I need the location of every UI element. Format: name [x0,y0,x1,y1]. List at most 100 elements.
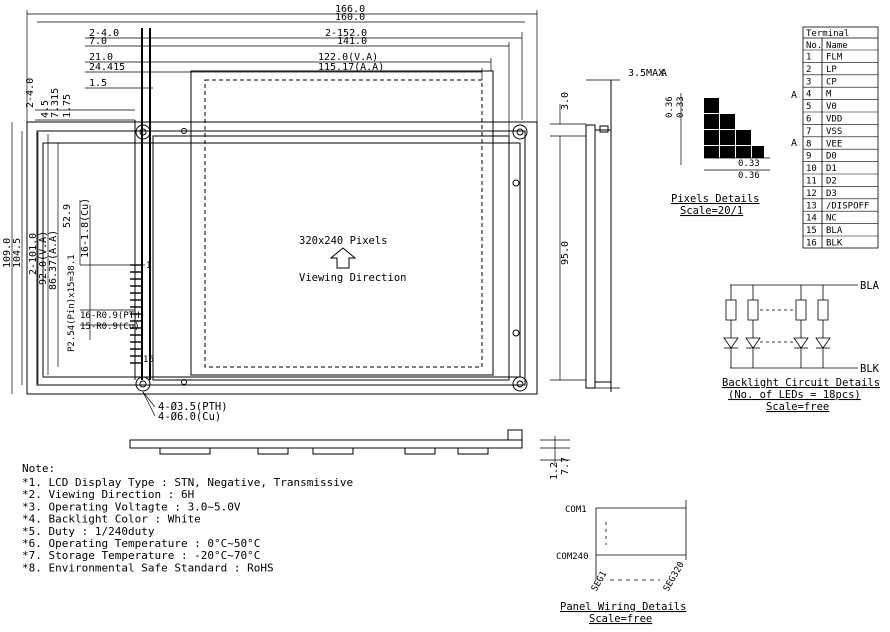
com240-label: COM240 [556,552,589,562]
terminal-row-name: CP [826,77,837,87]
terminal-row-no: 4 [806,90,811,100]
active-area [204,79,483,368]
dim-1-75: 1.75 [62,94,73,118]
viewing-direction-label: Viewing Direction [299,272,406,284]
terminal-row-name: D2 [826,177,837,187]
wiring-scale: Scale=free [589,613,652,625]
terminal-row-name: VDD [826,115,842,125]
viewing-direction-arrow [329,247,357,269]
dim-7: 7.0 [89,36,107,47]
note-item: *4. Backlight Color : White [22,513,201,526]
pixel-dim-033b: 0.33 [738,159,760,169]
backlight-title: Backlight Circuit Details [722,377,880,389]
pixel-dim-036: 0.36 [665,96,675,118]
terminal-row-no: 2 [806,65,811,75]
pin-1-label: 1 [146,261,151,271]
terminal-row-name: NC [826,214,837,224]
dim-2-152: 2-152.0 [325,28,367,39]
pin-16-label: 16 [143,355,154,365]
dim-24415: 24.415 [89,62,125,73]
dim-122: 122.0(V.A) [318,52,378,63]
terminal-row-no: 11 [806,177,817,187]
dim-11517: 115.17(A.A) [318,62,384,73]
terminal-row-no: 15 [806,226,817,236]
mark-a-top: A [661,68,667,79]
dim-16-r09-pth: 16-R0.9(PTH) [80,311,145,321]
dim-160: 160.0 [335,12,365,23]
seg320-label: SEG320 [662,560,687,593]
terminal-title: Terminal [806,29,849,39]
terminal-row-no: 8 [806,139,811,149]
note-item: *6. Operating Temperature : 0°C~50°C [22,537,260,550]
dim-pin-pitch: P2.54(Pin)x15=38.1 [67,254,77,352]
terminal-row-name: D0 [826,152,837,162]
terminal-row-no: 12 [806,189,817,199]
dim-2-101: 2-101.0 [28,233,39,275]
note-item: *3. Operating Voltagte : 3.0~5.0V [22,500,241,513]
terminal-header-no: No. [806,41,822,51]
terminal-row-name: BLA [826,226,843,236]
terminal-row-name: VEE [826,139,842,149]
terminal-row-no: 7 [806,127,811,137]
dim-166: 166.0 [335,4,365,15]
note-item: *1. LCD Display Type : STN, Negative, Tr… [22,476,353,489]
dim-3-5max: 3.5MAX [628,68,664,79]
side-view [550,79,620,392]
pixels-label: 320x240 Pixels [299,235,388,247]
top-dimension-lines [26,10,538,136]
dim-95: 95.0 [560,241,571,265]
terminal-row-name: /DISPOFF [826,201,869,211]
note-item: *2. Viewing Direction : 6H [22,488,194,501]
dim-2-4: 2-4.0 [89,28,119,39]
terminal-row-name: D1 [826,164,837,174]
mark-a-vdd: A [791,90,797,101]
dim-7-7: 7.7 [560,457,571,475]
backlight-sub: (No. of LEDs = 18pcs) [728,389,861,401]
dim-104-5: 104.5 [12,238,23,268]
dim-3-0: 3.0 [560,92,571,110]
dim-16-1-8: 16-1.8(Cu) [80,198,91,258]
terminal-row-no: 14 [806,214,817,224]
terminal-row-no: 13 [806,201,817,211]
pixel-dim-036b: 0.36 [738,171,760,181]
pixel-details-scale: Scale=20/1 [680,205,743,217]
terminal-row-no: 1 [806,53,811,63]
dim-141: 141.0 [337,36,367,47]
frame-outline [152,135,510,381]
terminal-row-no: 5 [806,102,811,112]
com1-label: COM1 [565,505,587,515]
viewing-area [190,70,494,376]
terminal-row-name: M [826,90,832,100]
bezel-outline [36,130,526,386]
backlight-circuit [723,284,858,369]
notes-list: *1. LCD Display Type : STN, Negative, Tr… [22,476,353,574]
terminal-row-no: 10 [806,164,817,174]
dim-52-9: 52.9 [62,204,73,228]
notes-title: Note: [22,462,55,475]
terminal-row-name: V0 [826,102,837,112]
terminal-row-no: 3 [806,77,811,87]
terminal-row-name: D3 [826,189,837,199]
pixel-details-title: Pixels Details [671,193,760,205]
terminal-row-no: 16 [806,239,817,249]
terminal-row-name: LP [826,65,837,75]
dim-92: 92.0(V.A) [38,231,49,285]
dim-7-315: 7.315 [50,88,61,118]
terminal-row-no: 9 [806,152,811,162]
terminal-row-name: BLK [826,239,843,249]
panel-wiring [595,500,687,581]
pcb-outline [26,121,538,395]
mounting-holes [135,124,528,392]
terminal-row-name: FLM [826,53,843,63]
wiring-title: Panel Wiring Details [560,601,686,613]
hole-cu-label: 4-Ø6.0(Cu) [158,411,221,423]
note-item: *8. Environmental Safe Standard : RoHS [22,561,274,574]
terminal-table [802,26,879,249]
terminal-header-name: Name [826,41,848,51]
bottom-view [129,429,570,464]
dim-86-37: 86.37(A.A) [48,230,59,290]
dim-4-5: 4.5 [40,100,51,118]
note-item: *7. Storage Temperature : -20°C~70°C [22,549,260,562]
